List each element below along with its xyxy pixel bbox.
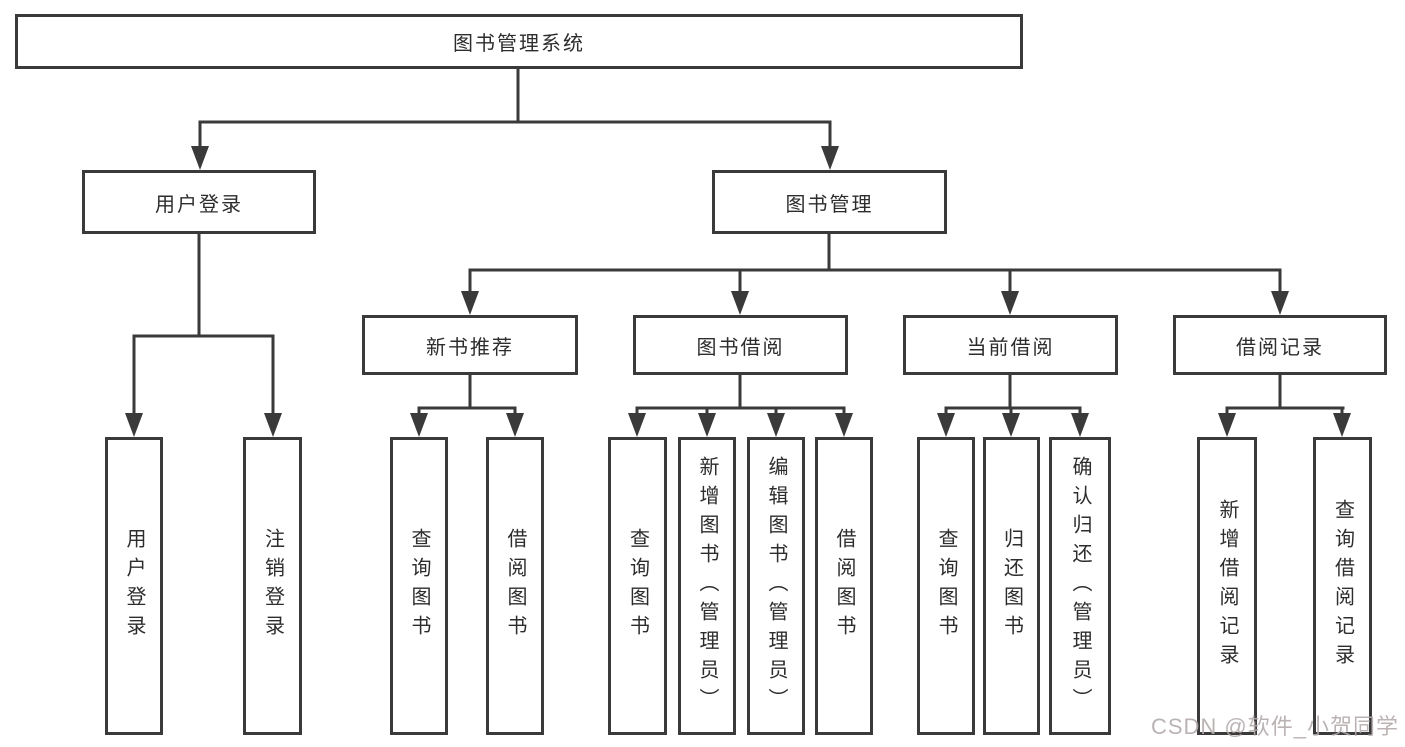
leaf-confirm-return-admin-label: 确认归还（管理员） bbox=[1069, 455, 1091, 717]
leaf-borrowing-query-books: 查询图书 bbox=[608, 437, 667, 735]
node-book-borrowing-label: 图书借阅 bbox=[696, 336, 785, 359]
leaf-recommend-borrow-books-label: 借阅图书 bbox=[504, 528, 526, 644]
node-current-borrowing: 当前借阅 bbox=[903, 315, 1118, 375]
leaf-user-login-label: 用户登录 bbox=[123, 528, 145, 644]
leaf-add-books-admin: 新增图书（管理员） bbox=[678, 437, 736, 735]
leaf-return-books-label: 归还图书 bbox=[1000, 528, 1023, 644]
node-current-borrowing-label: 当前借阅 bbox=[966, 336, 1055, 359]
leaf-borrowing-borrow-books: 借阅图书 bbox=[815, 437, 873, 735]
leaf-logout-label: 注销登录 bbox=[261, 528, 284, 644]
leaf-edit-books-admin-label: 编辑图书（管理员） bbox=[765, 455, 787, 717]
node-root: 图书管理系统 bbox=[15, 14, 1023, 69]
leaf-edit-books-admin: 编辑图书（管理员） bbox=[747, 437, 805, 735]
leaf-query-borrow-record: 查询借阅记录 bbox=[1313, 437, 1372, 735]
leaf-logout: 注销登录 bbox=[243, 437, 302, 735]
leaf-confirm-return-admin: 确认归还（管理员） bbox=[1049, 437, 1111, 735]
node-borrowing-records: 借阅记录 bbox=[1173, 315, 1387, 375]
leaf-current-query-books-label: 查询图书 bbox=[935, 528, 957, 644]
node-user-login: 用户登录 bbox=[82, 170, 316, 234]
leaf-user-login: 用户登录 bbox=[105, 437, 163, 735]
leaf-recommend-borrow-books: 借阅图书 bbox=[486, 437, 544, 735]
node-book-borrowing: 图书借阅 bbox=[633, 315, 848, 375]
leaf-add-books-admin-label: 新增图书（管理员） bbox=[696, 455, 718, 717]
node-borrowing-records-label: 借阅记录 bbox=[1236, 336, 1324, 359]
leaf-add-borrow-record-label: 新增借阅记录 bbox=[1216, 499, 1238, 673]
node-book-management-label: 图书管理 bbox=[785, 193, 874, 216]
node-new-book-recommend-label: 新书推荐 bbox=[426, 336, 514, 359]
leaf-recommend-query-books: 查询图书 bbox=[390, 437, 448, 735]
node-new-book-recommend: 新书推荐 bbox=[362, 315, 578, 375]
leaf-return-books: 归还图书 bbox=[983, 437, 1040, 735]
leaf-recommend-query-books-label: 查询图书 bbox=[408, 528, 430, 644]
leaf-current-query-books: 查询图书 bbox=[917, 437, 975, 735]
leaf-borrowing-query-books-label: 查询图书 bbox=[626, 528, 649, 644]
leaf-borrowing-borrow-books-label: 借阅图书 bbox=[833, 528, 855, 644]
leaf-add-borrow-record: 新增借阅记录 bbox=[1197, 437, 1257, 735]
node-root-label: 图书管理系统 bbox=[453, 33, 585, 55]
csdn-watermark: CSDN @软件_小贺同学 bbox=[1150, 714, 1399, 739]
node-user-login-label: 用户登录 bbox=[155, 193, 243, 216]
node-book-management: 图书管理 bbox=[712, 170, 947, 234]
leaf-query-borrow-record-label: 查询借阅记录 bbox=[1331, 499, 1354, 673]
